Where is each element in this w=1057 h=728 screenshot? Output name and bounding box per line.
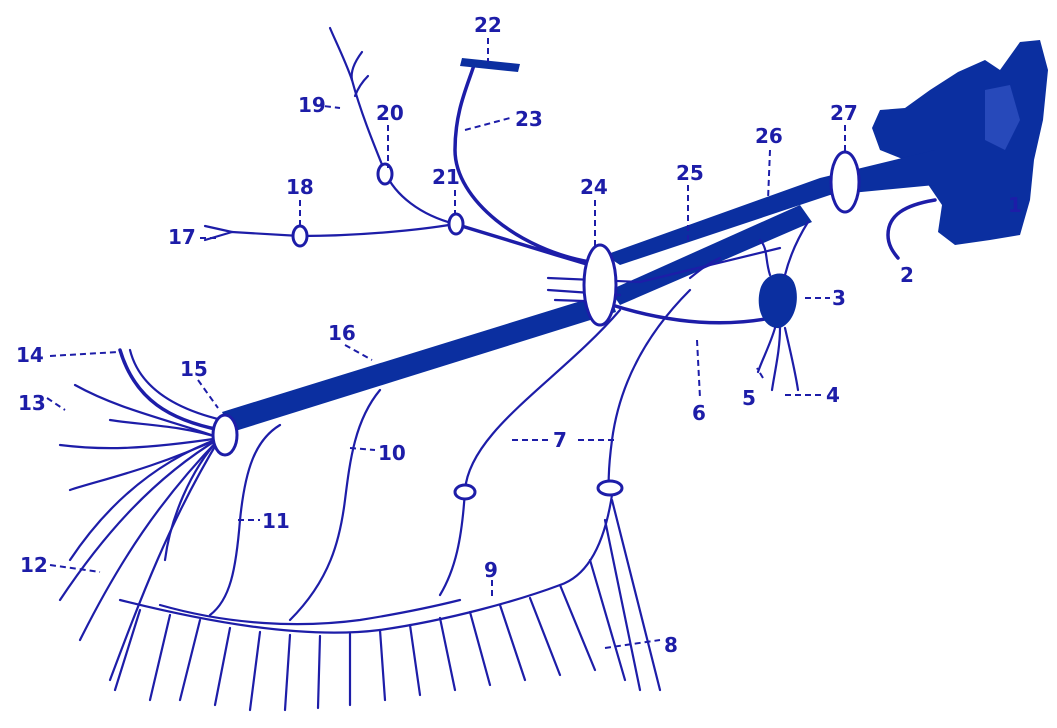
branch-19-twig-a xyxy=(330,28,352,80)
label-4: 4 xyxy=(826,383,840,407)
label-18: 18 xyxy=(286,175,314,199)
label-25: 25 xyxy=(676,161,704,185)
terminal-branches-bottom xyxy=(115,500,660,710)
branch-10 xyxy=(290,390,380,620)
label-1: 1 xyxy=(1008,193,1022,217)
label-24: 24 xyxy=(580,175,608,199)
branch-19-twig-b xyxy=(352,52,362,80)
arcade-9-inner xyxy=(160,600,460,624)
label-17: 17 xyxy=(168,225,196,249)
branch-17-tip-a xyxy=(205,226,232,232)
label-16: 16 xyxy=(328,321,356,345)
branch-17-tip-b xyxy=(205,232,232,240)
label-3: 3 xyxy=(832,286,846,310)
label-9: 9 xyxy=(484,558,498,582)
branch-17 xyxy=(232,224,455,236)
label-15: 15 xyxy=(180,357,208,381)
ring-15 xyxy=(213,415,237,455)
branch-21 xyxy=(455,224,590,265)
label-27: 27 xyxy=(830,101,858,125)
cap-22 xyxy=(460,58,520,72)
label-14: 14 xyxy=(16,343,44,367)
branch-19-twig-c xyxy=(355,76,368,96)
label-7: 7 xyxy=(553,428,567,452)
ring-24 xyxy=(584,245,616,325)
label-19: 19 xyxy=(298,93,326,117)
vessel-14-b xyxy=(130,350,222,420)
arcade-9 xyxy=(120,495,612,633)
label-10: 10 xyxy=(378,441,406,465)
label-11: 11 xyxy=(262,509,290,533)
label-26: 26 xyxy=(755,124,783,148)
label-23: 23 xyxy=(515,107,543,131)
trunk-16 xyxy=(222,292,616,432)
node-3 xyxy=(759,274,797,329)
ring-7-right xyxy=(598,481,622,495)
label-6: 6 xyxy=(692,401,706,425)
ring-20 xyxy=(378,164,392,184)
ring-18 xyxy=(293,226,307,246)
ring-27 xyxy=(831,152,859,212)
vessel-6 xyxy=(612,305,780,323)
node-3-lower-c xyxy=(772,328,780,390)
label-12: 12 xyxy=(20,553,48,577)
label-13: 13 xyxy=(18,391,46,415)
node-3-lower-b xyxy=(785,328,798,390)
label-5: 5 xyxy=(742,386,756,410)
label-21: 21 xyxy=(432,165,460,189)
node-3-upper-a xyxy=(760,240,770,275)
label-22: 22 xyxy=(474,13,502,37)
node-3-lower-a xyxy=(758,328,775,372)
main-trunk-upper xyxy=(605,150,935,265)
branch-2 xyxy=(888,200,935,258)
label-8: 8 xyxy=(664,633,678,657)
ring-21 xyxy=(449,214,463,234)
label-2: 2 xyxy=(900,263,914,287)
ring-7-left xyxy=(455,485,475,499)
label-20: 20 xyxy=(376,101,404,125)
